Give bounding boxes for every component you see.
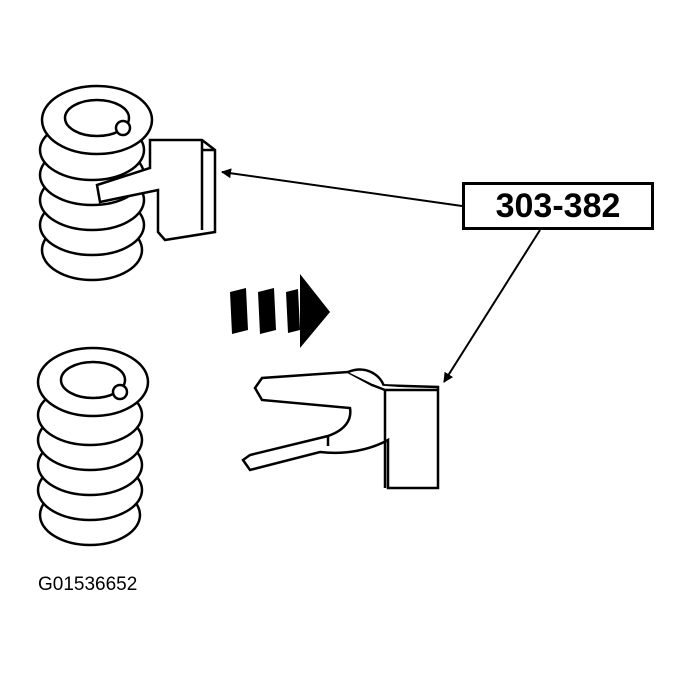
leader-line-upper [221, 168, 463, 207]
spring-free [36, 346, 150, 547]
tool-number-label: 303-382 [462, 182, 654, 230]
spring-with-tool [38, 84, 217, 282]
figure-id: G01536652 [38, 574, 138, 595]
direction-arrow [230, 274, 330, 348]
spring-tool [241, 368, 440, 490]
leader-line-lower [443, 229, 541, 383]
